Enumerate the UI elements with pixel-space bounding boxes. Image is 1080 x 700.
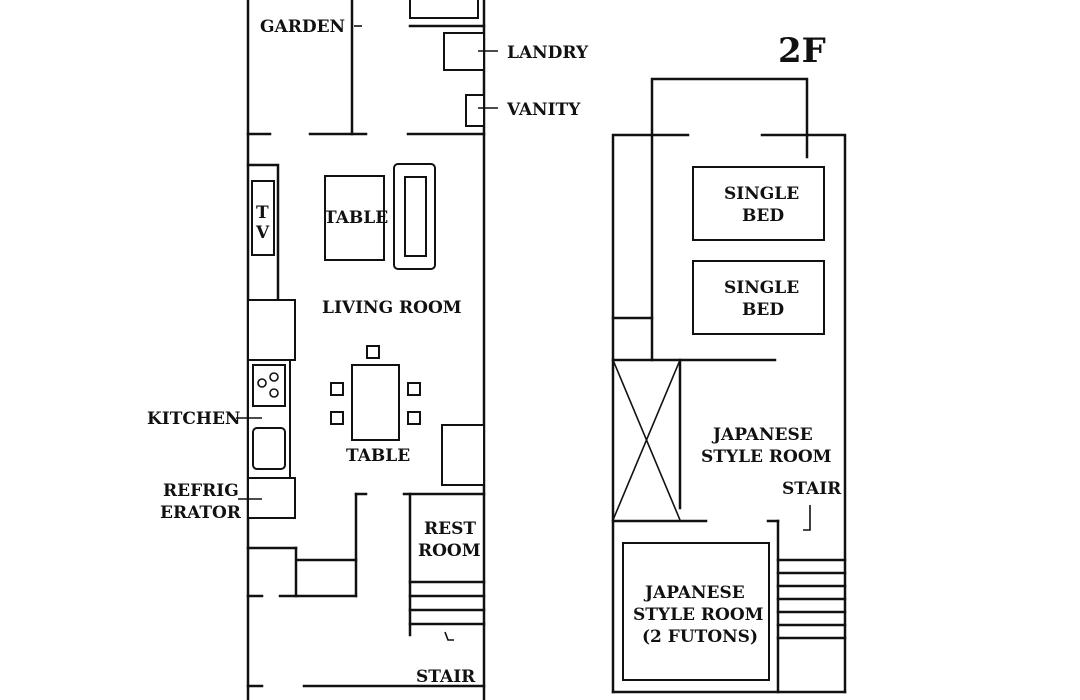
vanity-label: VANITY — [506, 100, 581, 120]
single-bed-2-label-2: BED — [742, 300, 784, 320]
garden-label: GARDEN — [260, 17, 345, 37]
refrigerator-label-1: REFRIG — [163, 481, 239, 501]
stove — [252, 364, 286, 407]
single-bed-2 — [692, 260, 825, 335]
upper-outer-wall — [611, 133, 690, 694]
chair-right-2 — [407, 411, 421, 425]
living-table-label: TABLE — [324, 208, 388, 228]
tv-label-bottom: V — [255, 223, 270, 243]
stove-burner-1 — [257, 378, 267, 388]
kitchen-sink — [252, 427, 286, 470]
single-bed-1-label-1: SINGLE — [724, 184, 799, 204]
living-table — [324, 175, 385, 261]
japanese-room-label-2: STYLE ROOM — [701, 447, 832, 467]
dining-table-label: TABLE — [346, 446, 410, 466]
dining-table — [351, 364, 400, 441]
kitchen-label: KITCHEN — [147, 409, 240, 429]
tv-cabinet — [246, 163, 280, 302]
chair-right-1 — [407, 382, 421, 396]
second-floor-plan: 2F — [611, 31, 847, 694]
futon-room — [622, 542, 770, 681]
chair-left-2 — [330, 411, 344, 425]
upper-outer-wall-right — [760, 133, 847, 694]
vanity-unit — [465, 94, 485, 127]
refrigerator — [247, 477, 296, 519]
first-floor-plan: GARDEN LANDRY VANITY T V TABLE LIVING RO… — [147, 0, 589, 700]
balcony-outline — [650, 77, 809, 362]
refrigerator-label-2: ERATOR — [160, 503, 242, 523]
chair-left-1 — [330, 382, 344, 396]
stove-burner-2 — [269, 372, 279, 382]
first-floor-stair — [408, 580, 486, 626]
kitchen-counter — [247, 299, 296, 361]
second-floor-stair-label: STAIR — [782, 479, 842, 499]
futon-room-label-1: JAPANESE — [643, 583, 745, 603]
stairwell-void — [612, 358, 682, 521]
sofa-inner — [404, 176, 427, 257]
sink-counter — [409, 0, 479, 19]
laundry-label: LANDRY — [507, 43, 589, 63]
tv-label-top: T — [256, 203, 269, 223]
tv-unit — [251, 180, 275, 256]
single-bed-1 — [692, 166, 825, 241]
second-floor-stair — [776, 558, 847, 640]
chair-top — [366, 345, 380, 359]
single-bed-2-label-1: SINGLE — [724, 278, 799, 298]
futon-room-label-3: (2 FUTONS) — [642, 627, 758, 647]
living-room-label: LIVING ROOM — [322, 298, 462, 318]
floor-label: 2F — [778, 31, 826, 71]
restroom-label-1: REST — [424, 519, 476, 539]
first-floor-stair-label: STAIR — [416, 667, 476, 687]
single-bed-1-label-2: BED — [742, 206, 784, 226]
japanese-room-label-1: JAPANESE — [711, 425, 813, 445]
second-stair-arrow — [803, 505, 811, 531]
futon-room-label-2: STYLE ROOM — [633, 605, 764, 625]
restroom-label-2: ROOM — [418, 541, 481, 561]
stove-burner-3 — [269, 388, 279, 398]
sideboard — [441, 424, 485, 486]
stair-arrow — [444, 631, 454, 641]
